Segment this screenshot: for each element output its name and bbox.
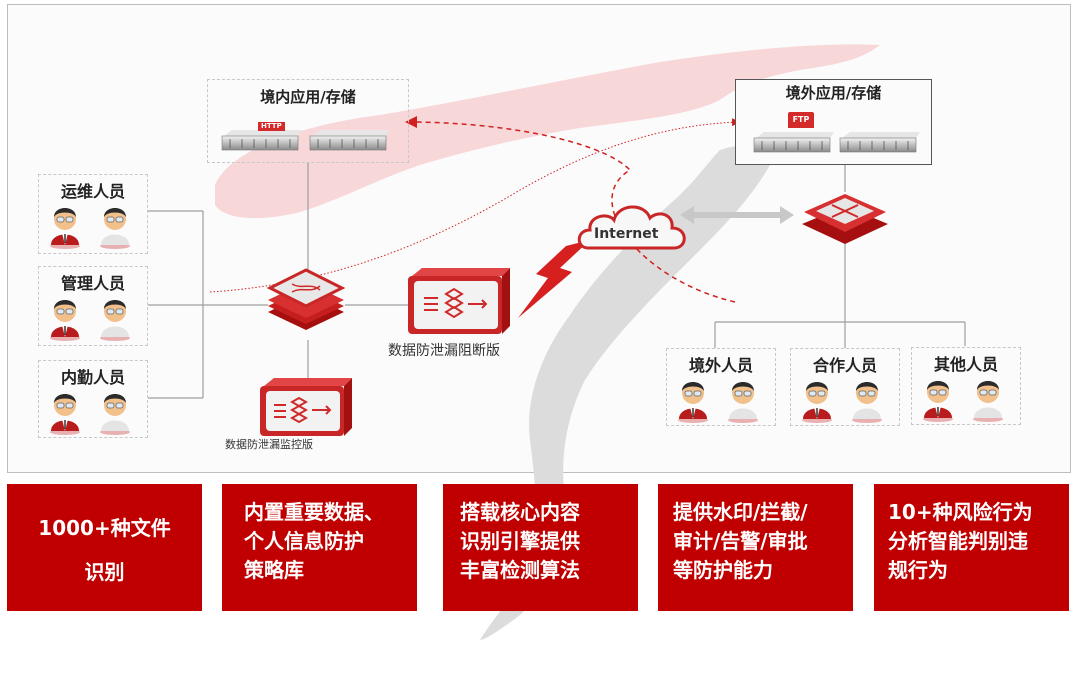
pink-brush-band	[215, 44, 880, 219]
feature-line: 提供水印/拦截/	[673, 500, 808, 524]
group-label: 运维人员	[60, 182, 125, 201]
group-office-staff: 内勤人员	[38, 360, 148, 438]
ftp-folder-icon: FTP	[788, 112, 814, 128]
overseas-storage-title: 境外应用/存储	[785, 84, 882, 102]
feature-line: 识别引擎提供	[460, 529, 580, 553]
person-suit-avatar-icon	[47, 201, 83, 249]
feature-card-file-recognition: 1000+种文件 识别	[7, 484, 202, 611]
feature-line: 内置重要数据、	[244, 500, 384, 524]
feature-line: 等防护能力	[673, 558, 773, 582]
domestic-storage-title: 境内应用/存储	[260, 88, 356, 106]
domestic-storage-box: 境内应用/存储 HTTP	[207, 79, 409, 163]
feature-line: 规行为	[888, 558, 948, 582]
group-ops-staff: 运维人员	[38, 174, 148, 254]
server-icon	[839, 132, 920, 153]
person-casual-avatar-icon	[970, 374, 1006, 422]
person-casual-avatar-icon	[725, 375, 761, 423]
feature-line: 丰富检测算法	[460, 558, 580, 582]
dlp-monitoring-device-icon	[260, 378, 352, 436]
internet-label: Internet	[594, 226, 659, 242]
server-icon	[753, 132, 834, 153]
feature-line: 1000+种文件	[38, 516, 171, 540]
person-suit-avatar-icon	[799, 375, 835, 423]
group-overseas-staff: 境外人员	[666, 348, 776, 426]
person-casual-avatar-icon	[97, 201, 133, 249]
dlp-blocking-label: 数据防泄漏阻断版	[388, 343, 500, 359]
person-casual-avatar-icon	[97, 293, 133, 341]
feature-line: 策略库	[244, 558, 304, 582]
feature-line: 10+种风险行为	[888, 500, 1033, 524]
feature-card-risk-behavior: 10+种风险行为 分析智能判别违 规行为	[874, 484, 1069, 611]
person-casual-avatar-icon	[849, 375, 885, 423]
feature-line: 个人信息防护	[244, 529, 364, 553]
server-icon	[309, 130, 390, 151]
person-suit-avatar-icon	[47, 387, 83, 435]
group-label: 其他人员	[933, 355, 998, 374]
group-management: 管理人员	[38, 266, 148, 346]
overseas-storage-box: 境外应用/存储 FTP	[735, 79, 932, 165]
group-others: 其他人员	[911, 347, 1021, 425]
feature-line: 识别	[84, 560, 125, 584]
feature-card-policy-library: 内置重要数据、 个人信息防护 策略库	[222, 484, 417, 611]
feature-line: 审计/告警/审批	[673, 529, 808, 553]
internet-cloud-icon	[577, 205, 686, 250]
person-suit-avatar-icon	[47, 293, 83, 341]
dlp-blocking-device-icon	[408, 268, 510, 334]
http-tag: HTTP	[258, 122, 285, 131]
left-connectors	[148, 163, 966, 399]
person-suit-avatar-icon	[920, 374, 956, 422]
feature-line: 分析智能判别违	[888, 529, 1028, 553]
core-switch-icon	[266, 268, 346, 330]
feature-line: 搭载核心内容	[460, 500, 580, 524]
group-label: 管理人员	[60, 274, 125, 293]
lightning-bolt-icon	[518, 240, 590, 318]
group-label: 合作人员	[812, 356, 877, 375]
double-arrow-icon	[680, 206, 794, 224]
person-suit-avatar-icon	[675, 375, 711, 423]
feature-card-protection-capabilities: 提供水印/拦截/ 审计/告警/审批 等防护能力	[658, 484, 853, 611]
group-label: 境外人员	[688, 356, 753, 375]
dlp-monitoring-label: 数据防泄漏监控版	[225, 438, 313, 451]
overseas-router-icon	[802, 194, 888, 244]
group-partners: 合作人员	[790, 348, 900, 426]
server-icon	[221, 130, 302, 151]
person-casual-avatar-icon	[97, 387, 133, 435]
group-label: 内勤人员	[60, 368, 125, 387]
feature-card-detection-engine: 搭载核心内容 识别引擎提供 丰富检测算法	[443, 484, 638, 611]
dashed-flow-to-domestic	[405, 116, 736, 303]
